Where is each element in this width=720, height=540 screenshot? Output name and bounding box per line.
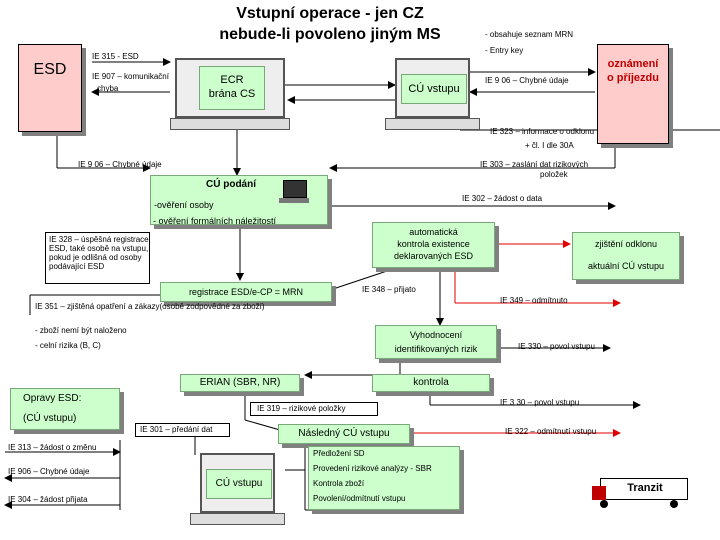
cu-podani-overeni-osoby: -ověření osoby [154, 200, 214, 210]
note-entry-key: - Entry key [485, 46, 524, 55]
vyhodnoceni-box: Vyhodnocení identifikovaných rizik [375, 325, 497, 359]
notification-line-1: oznámení [607, 58, 659, 70]
auto-kontrola-line-3: deklarovaných ESD [393, 251, 474, 261]
tranzit-label: Tranzit [627, 482, 663, 494]
zjisteni-odklonu-box: zjištění odklonu aktuální CÚ vstupu [572, 232, 680, 280]
truck-wheel-icon [670, 500, 678, 508]
label-ie330-b: IE 3 30 – povol vstupu [500, 398, 580, 407]
label-ie330-a: IE 330 – povol vstupu [518, 342, 595, 351]
cu-podani-box: CÚ podání -ověření osoby [150, 175, 328, 225]
zjisteni-line-1: zjištění odklonu [594, 239, 658, 249]
label-zbozi-neni: - zboží nemí být naloženo [35, 326, 127, 335]
esd-document: ESD [18, 44, 82, 132]
label-ie907: IE 907 – komunikační [92, 72, 169, 81]
label-ie315: IE 315 - ESD [92, 52, 139, 61]
page-title: Vstupní operace - jen CZ nebude-li povol… [170, 3, 490, 45]
ie328-box: IE 328 – úspěšná registrace ESD, také os… [45, 232, 150, 284]
label-ie304: IE 304 – žádost přijata [8, 495, 88, 504]
label-ie906-mid: IE 9 06 – Chybné údaje [78, 160, 162, 169]
label-ie906-bottom: IE 906 – Chybné údaje [8, 467, 90, 476]
cu-vstupu-bottom-computer: CÚ vstupu [200, 453, 275, 513]
cu-podani-overeni-nalezitosti: - ověření formálních náležitostí [153, 216, 277, 226]
cu-vstupu-label: CÚ vstupu [401, 74, 467, 104]
erian-box: ERIAN (SBR, NR) [180, 374, 300, 392]
zjisteni-line-2: aktuální CÚ vstupu [587, 261, 665, 271]
computer-icon [283, 180, 307, 198]
nasledny-box: Následný CÚ vstupu [278, 424, 410, 444]
list-item: Povolení/odmítnutí vstupu [313, 494, 406, 503]
label-ie906-top: IE 9 06 – Chybné údaje [485, 76, 569, 85]
list-item: Předložení SD [313, 449, 365, 458]
title-line-2: nebude-li povoleno jiným MS [219, 26, 441, 43]
label-ie351: IE 351 – zjištěná opatření a zákazy(osob… [35, 302, 265, 311]
label-ie323-note: + čl. I dle 30A [525, 141, 574, 150]
list-item: Kontrola zboží [313, 479, 365, 488]
notification-document-label: oznámení o příjezdu [598, 57, 668, 85]
cu-vstupu-computer: CÚ vstupu [395, 58, 470, 118]
bottom-list-box: Předložení SD Provedení rizikové analýzy… [308, 446, 460, 510]
cu-podani-title: CÚ podání [206, 179, 256, 190]
opravy-box: Opravy ESD: (CÚ vstupu) [10, 388, 120, 430]
ie319-box: IE 319 – rizikové položky [250, 402, 378, 416]
label-ie323: IE 323 – informace o odklonu [490, 127, 595, 136]
auto-kontrola-line-1: automatická [409, 227, 458, 237]
ecr-label: ECR [220, 74, 244, 86]
label-ie328: IE 328 – úspěšná registrace ESD, také os… [49, 235, 149, 271]
auto-kontrola-box: automatická kontrola existence deklarova… [372, 222, 495, 268]
cu-vstupu-bottom-label: CÚ vstupu [206, 469, 272, 499]
ecr-subtitle: brána CS [208, 88, 256, 100]
label-ie319: IE 319 – rizikové položky [257, 404, 346, 413]
list-item: Provedení rizikové analýzy - SBR [313, 464, 432, 473]
ecr-computer: ECR brána CS [175, 58, 285, 118]
label-ie907-chyba: chyba [97, 84, 119, 93]
label-ie322: IE 322 – odmítnutí vstupu [505, 427, 597, 436]
kontrola-box: kontrola [372, 374, 490, 392]
label-celni-rizika: - celní rizika (B, C) [35, 341, 101, 350]
label-ie303-polozek: položek [540, 170, 568, 179]
truck-cab-icon [592, 486, 606, 500]
label-ie349: IE 349 – odmítnuto [500, 296, 568, 305]
label-ie302: IE 302 – žádost o data [462, 194, 543, 203]
title-line-1: Vstupní operace - jen CZ [236, 5, 424, 22]
ecr-keyboard [170, 118, 290, 130]
keyboard-icon [279, 198, 309, 203]
label-ie348: IE 348 – přijato [362, 285, 416, 294]
auto-kontrola-line-2: kontrola existence [397, 239, 470, 249]
label-ie313: IE 313 – žádost o změnu [8, 443, 97, 452]
esd-document-label: ESD [33, 61, 67, 78]
truck-wheel-icon [600, 500, 608, 508]
ecr-screen: ECR brána CS [199, 66, 265, 110]
registrace-box: registrace ESD/e-CP = MRN [160, 282, 332, 302]
label-ie301: IE 301 – předání dat [140, 425, 213, 434]
cu-vstupu-keyboard [385, 118, 480, 130]
truck-trailer: Tranzit [600, 478, 688, 500]
vyhodnoceni-line-2: identifikovaných rizik [394, 344, 478, 354]
notification-document: oznámení o příjezdu [597, 44, 669, 144]
note-mrn: - obsahuje seznam MRN [485, 30, 574, 39]
vyhodnoceni-line-1: Vyhodnocení [409, 330, 463, 340]
ie301-box: IE 301 – předání dat [135, 423, 230, 437]
cu-vstupu-bottom-keyboard [190, 513, 285, 525]
notification-line-2: o příjezdu [607, 72, 659, 84]
label-ie303: IE 303 – zaslání dat rizikových [480, 160, 589, 169]
opravy-line-2: (CÚ vstupu) [23, 413, 77, 424]
opravy-line-1: Opravy ESD: [23, 393, 82, 404]
